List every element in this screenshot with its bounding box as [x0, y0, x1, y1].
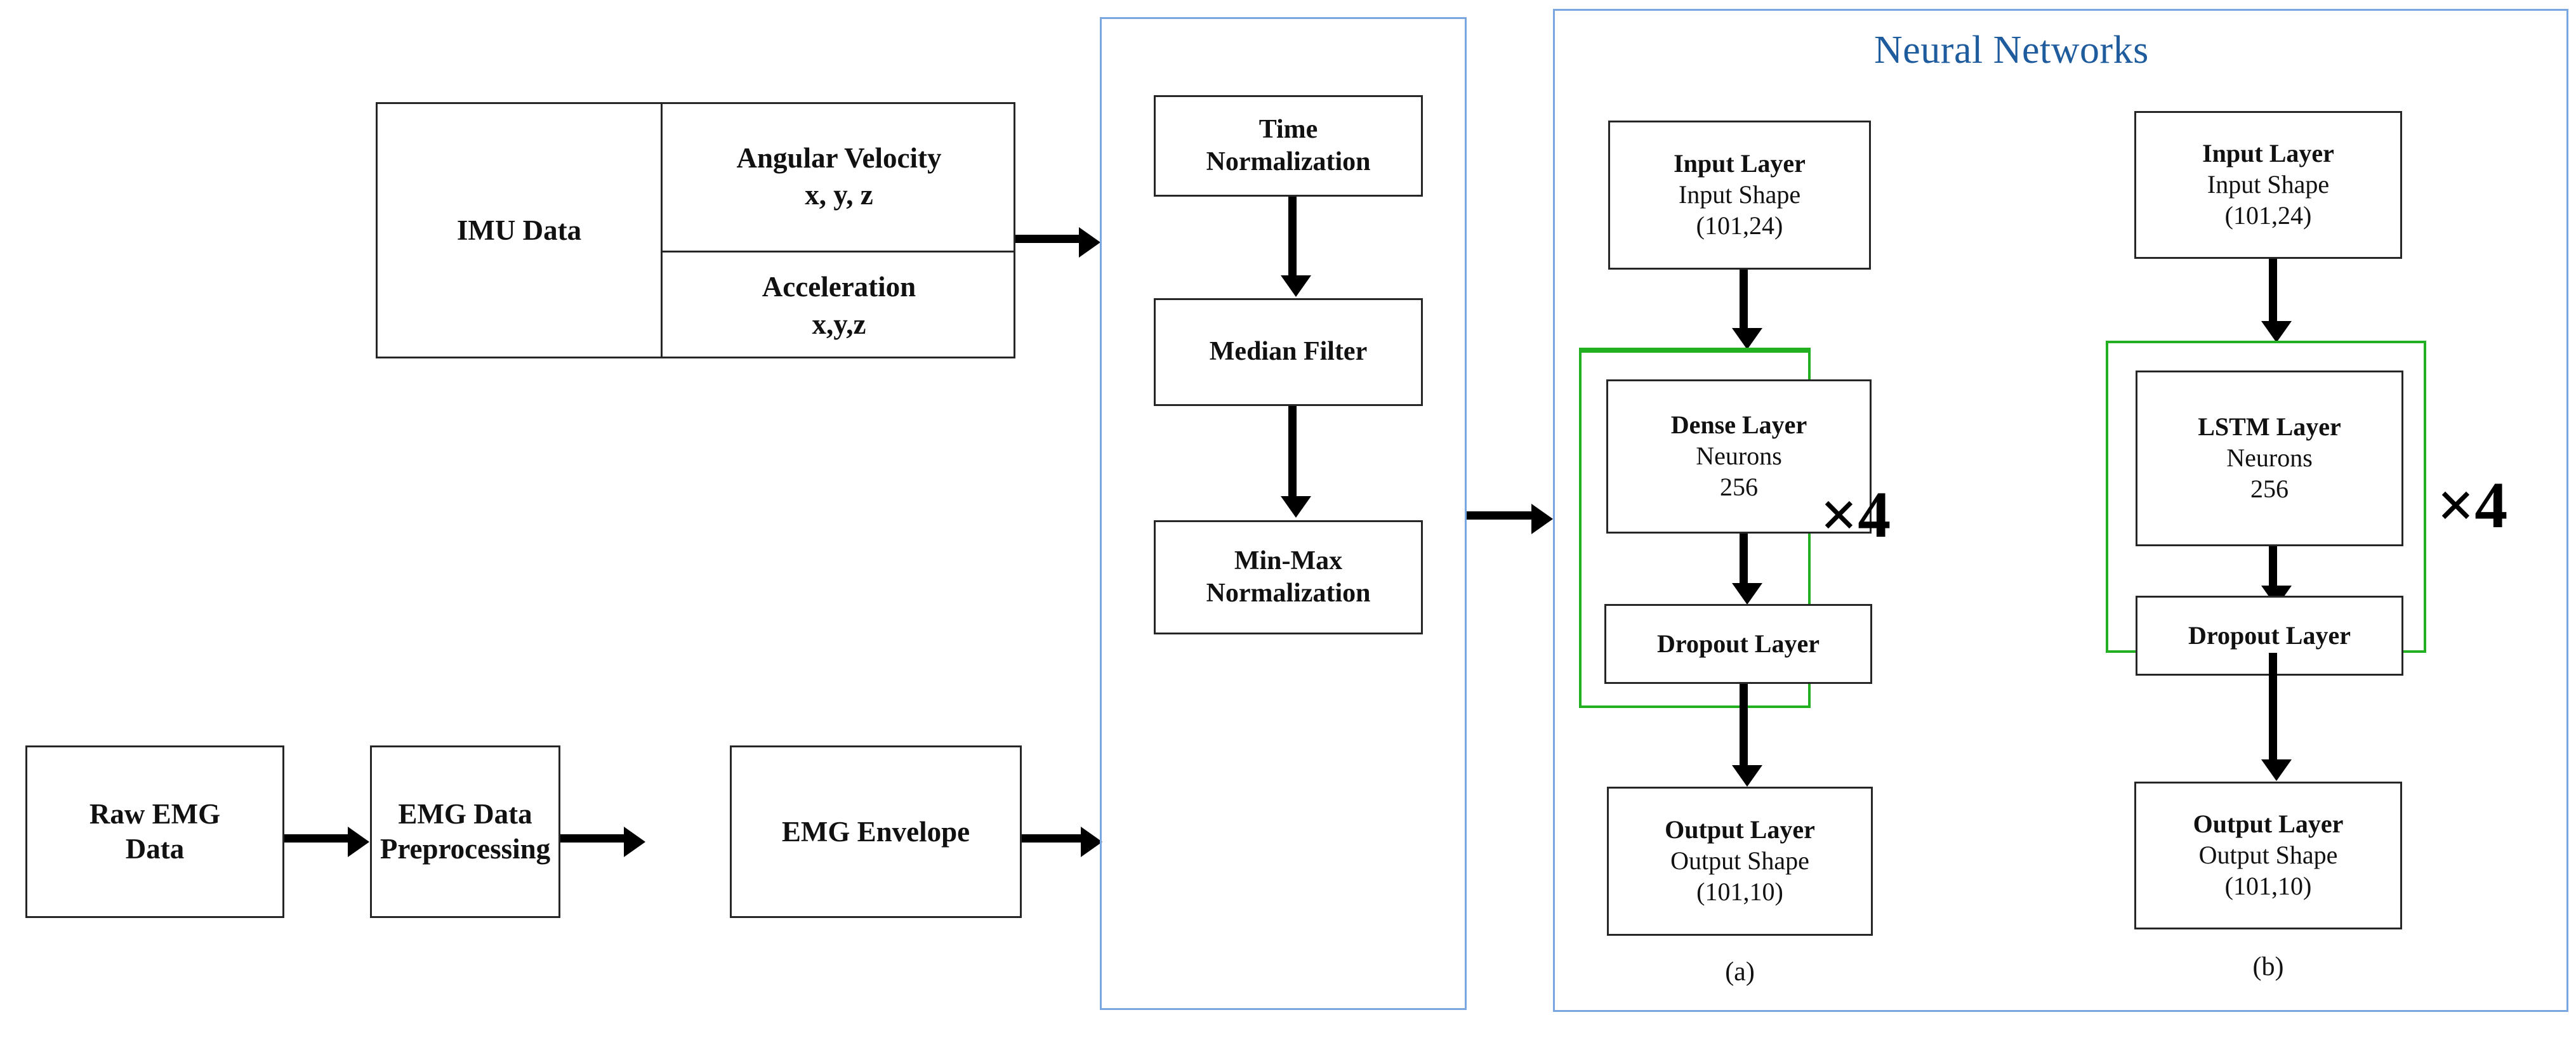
network-b-output-layer-box: Output Layer Output Shape (101,10) [2134, 782, 2402, 929]
neural-networks-title: Neural Networks [1874, 29, 2149, 72]
imu-horizontal-divider [661, 251, 1015, 253]
network-a-caption: (a) [1725, 957, 1755, 987]
angular-velocity-axes: x, y, z [805, 179, 873, 211]
imu-data-label: IMU Data [376, 102, 663, 358]
median-filter-box: Median Filter [1154, 298, 1423, 406]
minmax-normalization-box: Min-Max Normalization [1154, 520, 1423, 634]
network-b-output-subtitle: Output Shape [2198, 841, 2338, 870]
network-a-hidden-value: 256 [1720, 472, 1758, 501]
emg-envelope-line1: EMG Envelope [781, 815, 970, 848]
emg-preprocessing-line2: Preprocessing [380, 833, 551, 865]
acceleration-axes: x,y,z [812, 308, 866, 340]
network-a-dropout-layer-box: Dropout Layer [1604, 604, 1872, 684]
imu-vertical-divider [661, 102, 663, 358]
time-normalization-box: Time Normalization [1154, 95, 1423, 197]
emg-envelope-box: EMG Envelope [730, 745, 1022, 918]
network-b-input-layer-box: Input Layer Input Shape (101,24) [2134, 111, 2402, 259]
angular-velocity-title: Angular Velocity [736, 141, 942, 174]
imu-angular-velocity-cell: Angular Velocity x, y, z [663, 102, 1015, 251]
emg-preprocessing-line1: EMG Data [398, 798, 532, 830]
network-a-output-layer-box: Output Layer Output Shape (101,10) [1607, 787, 1873, 936]
network-a-output-title: Output Layer [1665, 815, 1815, 844]
network-a-hidden-title: Dense Layer [1670, 410, 1807, 440]
minmax-line1: Min-Max [1234, 546, 1343, 575]
network-a-dense-layer-box: Dense Layer Neurons 256 [1606, 379, 1872, 534]
network-a-output-subtitle: Output Shape [1670, 846, 1809, 876]
emg-data-preprocessing-box: EMG Data Preprocessing [370, 745, 560, 918]
network-a-input-title: Input Layer [1674, 149, 1806, 178]
network-a-hidden-subtitle: Neurons [1696, 442, 1782, 471]
network-b-output-shape: (101,10) [2224, 871, 2312, 900]
time-normalization-line1: Time [1258, 114, 1318, 144]
network-a-dropout-title: Dropout Layer [1657, 629, 1820, 658]
imu-acceleration-cell: Acceleration x,y,z [663, 253, 1015, 358]
imu-data-label-text: IMU Data [456, 214, 582, 246]
network-b-input-shape: (101,24) [2224, 200, 2312, 230]
minmax-line2: Normalization [1206, 579, 1371, 608]
network-b-lstm-layer-box: LSTM Layer Neurons 256 [2136, 371, 2403, 546]
network-a-input-shape: (101,24) [1696, 211, 1783, 240]
network-b-input-subtitle: Input Shape [2207, 170, 2330, 199]
network-b-repeat-multiplier: ×4 [2437, 469, 2508, 542]
network-a-output-shape: (101,10) [1696, 877, 1783, 906]
network-b-dropout-title: Dropout Layer [2188, 620, 2351, 650]
network-b-input-title: Input Layer [2202, 139, 2334, 168]
median-filter-line1: Median Filter [1209, 337, 1368, 367]
network-b-caption: (b) [2252, 952, 2284, 981]
network-b-hidden-title: LSTM Layer [2198, 412, 2341, 442]
preprocessing-panel [1100, 17, 1467, 1010]
network-a-input-subtitle: Input Shape [1678, 180, 1801, 209]
imu-data-box [376, 102, 1015, 358]
network-b-output-title: Output Layer [2193, 810, 2344, 839]
network-a-repeat-multiplier: ×4 [1820, 478, 1891, 551]
raw-emg-line1: Raw EMG [89, 798, 221, 830]
network-a-input-layer-box: Input Layer Input Shape (101,24) [1608, 121, 1871, 270]
network-b-hidden-value: 256 [2250, 474, 2289, 503]
raw-emg-data-box: Raw EMG Data [25, 745, 284, 918]
raw-emg-line2: Data [125, 833, 185, 865]
acceleration-title: Acceleration [762, 271, 916, 303]
neural-networks-panel [1553, 9, 2568, 1012]
time-normalization-line2: Normalization [1206, 147, 1371, 176]
network-b-hidden-subtitle: Neurons [2226, 443, 2313, 473]
